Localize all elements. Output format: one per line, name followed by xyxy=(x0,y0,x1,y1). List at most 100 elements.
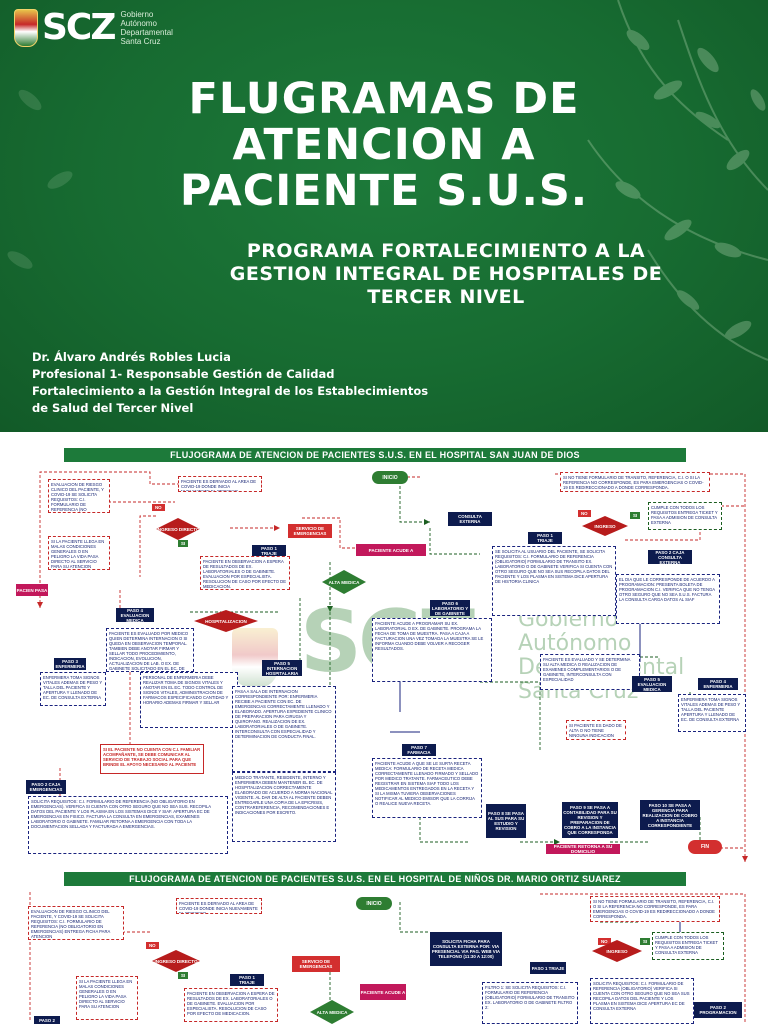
inicio-node: INICIO xyxy=(356,897,392,910)
paso2-programacion-node: PASO 2 PROGRAMACION xyxy=(694,1002,742,1018)
paso2-caja-emergencias-node: PASO 2 CAJA EMERGENCIAS xyxy=(26,780,66,794)
malas-condiciones-box: SI LA PACIENTE LLEGA EN MALAS CONDICIONE… xyxy=(48,536,110,570)
paso1-triaje-node: PASO 1 TRIAJE xyxy=(530,962,566,974)
decision-label: INGRESO xyxy=(594,523,616,529)
title-line: ATENCION A xyxy=(232,120,536,170)
evaluacion-riesgo-box: EVALUACION DE RIESGO CLINICO DEL PACIENT… xyxy=(28,906,124,940)
subtitle-line: GESTION INTEGRAL DE HOSPITALES DE xyxy=(229,263,663,285)
paciente-acude-node: PACIENTE ACUDE A xyxy=(356,544,426,556)
evaluacion-riesgo-box: EVALUACION DE RIESGO CLINICO DEL PACIENT… xyxy=(48,479,110,513)
paso2-node: PASO 2 xyxy=(34,1016,60,1024)
leaf-decoration-icon xyxy=(587,0,768,361)
paso3-enfermeria-node: PASO 3 ENFERMERIA xyxy=(54,658,86,670)
subtitle-line: PROGRAMA FORTALECIMIENTO A LA xyxy=(246,240,646,262)
transito-note: SI NO TIENE FORMULARIO DE TRANSITO, REFE… xyxy=(590,896,720,922)
internacion-box: PASA A SALA DE INTERNACION CORRESPONDIEN… xyxy=(232,686,336,772)
paso5-internacion-node: PASO 5 INTERNACION HOSPITALARIA xyxy=(262,660,302,676)
watermark-crest-icon xyxy=(232,628,278,688)
evaluacion-medica-box: PACIENTE ES EVALUADO POR MEDICO QUIEN DE… xyxy=(106,628,194,672)
no-tag: NO xyxy=(152,504,165,511)
requisitos-box: SOLICITA REQUISITOS: C.I. FORMULARIO DE … xyxy=(590,978,694,1024)
retorna-domicilio-node: PACIENTE RETORNA A SU DOMICILIO xyxy=(546,844,620,854)
enfermeria2-box: ENFERMERA TOMA SIGNOS VITALES ADEMAS DE … xyxy=(678,694,746,732)
watermark-line: Autónomo xyxy=(518,631,632,656)
paciente-pasa-node: PACIEN PASA xyxy=(16,584,48,596)
logo-brand: SCZ xyxy=(42,7,116,48)
decision-label: HOSPITALIZACION xyxy=(205,618,247,624)
program-name: Fortalecimiento a la Gestión Integral de… xyxy=(32,384,429,398)
paciente-acude-node: PACIENTE ACUDE A xyxy=(360,984,406,1000)
logo-text: Gobierno Autónomo Departamental Santa Cr… xyxy=(120,10,172,46)
covid-note: PACIENTE ES DERIVADO AL AREA DE COVID-19… xyxy=(176,898,262,914)
observacion-box: PACIENTE EN OBSERVACION A ESPERA DE RESU… xyxy=(200,556,290,590)
si-tag: SI xyxy=(630,512,641,519)
paso8-node: PASO 8 SE PASA AL SUS PARA SU ESTUDIO Y … xyxy=(486,804,526,838)
paso10-node: PASO 10 SE PASA A GERENCIA PARA REALIZAC… xyxy=(640,800,700,830)
decision-shape xyxy=(194,610,258,632)
logo-line: Santa Cruz xyxy=(120,37,161,46)
decision-label: ALTA MEDICA xyxy=(316,1009,348,1015)
paso2-caja-node: PASO 2 CAJA CONSULTA EXTERNA xyxy=(648,550,692,565)
logo-line: Departamental xyxy=(120,28,173,37)
si-tag: SI xyxy=(178,540,189,547)
author-name: Dr. Álvaro Andrés Robles Lucia xyxy=(32,350,231,364)
transito-note: SI NO TIENE FORMULARIO DE TRANSITO, REFE… xyxy=(560,472,710,492)
servicio-emergencias-node: SERVICIO DE EMERGENCIAS xyxy=(288,524,332,538)
si-tag: SI xyxy=(640,938,651,945)
page-title: FLUGRAMAS DE ATENCION A PACIENTE S.U.S. xyxy=(120,76,648,214)
ingreso-decision: INGRESO xyxy=(582,516,628,536)
title-line: FLUGRAMAS DE xyxy=(188,74,580,124)
decision-shape xyxy=(152,950,200,972)
paso4-enfermeria-node: PASO 4 ENFERMERIA xyxy=(698,678,738,690)
paso5-evaluacion-node: PASO 5 EVALUACION MEDICA xyxy=(632,676,672,692)
inicio-node: INICIO xyxy=(372,471,408,484)
flowchart-title: FLUJOGRAMA DE ATENCION DE PACIENTES S.U.… xyxy=(64,872,686,886)
laboratorio-box: PACIENTE ACUDE A PROGRAMAR SU EX. LABORA… xyxy=(372,618,492,682)
determina-alta-box: PACIENTE ES EVALUADO Y SE DETERMINA SU A… xyxy=(540,654,640,690)
decision-label: ALTA MEDICA xyxy=(328,579,360,585)
paso4-evaluacion-node: PASO 4 EVALUACION MEDICA xyxy=(116,608,154,623)
enfermeria-box: ENFERMERA TOMA SIGNOS VITALES ADEMAS DE … xyxy=(40,672,106,706)
alta-medica-decision: ALTA MEDICA xyxy=(322,570,366,594)
farmacia-box: PACIENTE ACUDE A QUE SE LE SURTA RECETA … xyxy=(372,758,482,818)
alta-medica-decision: ALTA MEDICA xyxy=(310,1000,354,1024)
paso1-triaje-node: PASO 1 TRIAJE xyxy=(252,545,286,557)
subtitle-line: TERCER NIVEL xyxy=(367,286,525,308)
cumple-requisitos-box: CUMPLE CON TODOS LOS REQUISITOS ENTREGA … xyxy=(652,932,724,960)
page-subtitle: PROGRAMA FORTALECIMIENTO A LA GESTION IN… xyxy=(176,240,716,309)
logo-line: Autónomo xyxy=(120,19,157,28)
title-line: PACIENTE S.U.S. xyxy=(179,166,589,216)
ingreso-directo-decision: INGRESO DIRECTO xyxy=(156,518,200,540)
filtro-box: FILTRO 1: SE SOLICITA REQUISITOS: C.I. F… xyxy=(482,982,578,1024)
logo-line: Gobierno xyxy=(120,10,154,19)
decision-shape xyxy=(582,516,628,536)
hospitalizacion-decision: HOSPITALIZACION xyxy=(194,610,258,632)
ingreso-directo-decision: INGRESO DIRECTO xyxy=(152,950,200,972)
flowchart-area: SCZ Gobierno Autónomo Departamental Sant… xyxy=(0,432,768,1024)
crest-icon xyxy=(14,9,38,47)
flowchart-title: FLUJOGRAMA DE ATENCION DE PACIENTES S.U.… xyxy=(64,448,686,462)
program-name: de Salud del Tercer Nivel xyxy=(32,401,194,415)
caja-emergencias-box: SOLICITA REQUISITOS: C.I. FORMULARIO DE … xyxy=(28,796,228,854)
fin-node: FIN xyxy=(688,840,722,854)
si-tag: SI xyxy=(178,972,189,979)
servicio-emergencias-node: SERVICIO DE EMERGENCIAS xyxy=(292,956,340,972)
programacion-box: EL DIA QUE LE CORRESPONDE DE ACUERDO A P… xyxy=(616,574,720,624)
no-tag: NO xyxy=(578,510,591,517)
author-role: Profesional 1- Responsable Gestión de Ca… xyxy=(32,367,335,381)
malas-condiciones-box: SI LA PACIENTE LLEGA EN MALAS CONDICIONE… xyxy=(76,976,138,1020)
requisitos-box: SE SOLICITA AL USUARIO DEL PACIENTE, SE … xyxy=(492,546,616,616)
decision-shape xyxy=(156,518,200,540)
paso1-triaje-node: PASO 1 TRIAJE xyxy=(230,974,264,986)
decision-label: INGRESO DIRECTO xyxy=(154,958,198,964)
consulta-ficha-node: SOLICITA FICHA PARA CONSULTA EXTERNA POR… xyxy=(430,932,502,966)
paso6-laboratorio-node: PASO 6 LABORATORIO Y DE GABINETE xyxy=(430,600,470,616)
dado-alta-note: SI PACIENTE ES DADO DE ALTA O NO TIENE N… xyxy=(566,720,626,740)
decision-label: INGRESO DIRECTO xyxy=(156,526,200,532)
ingreso-decision: INGRESO xyxy=(592,940,642,962)
decision-label: INGRESO xyxy=(606,948,628,954)
no-tag: NO xyxy=(598,938,611,945)
familiar-note: SI EL PACIENTE NO CUENTA CON C.I. FAMILI… xyxy=(100,744,204,774)
paso1-triaje-node: PASO 1 TRIAJE xyxy=(528,532,562,544)
consulta-externa-node: CONSULTA EXTERNA xyxy=(448,512,492,526)
